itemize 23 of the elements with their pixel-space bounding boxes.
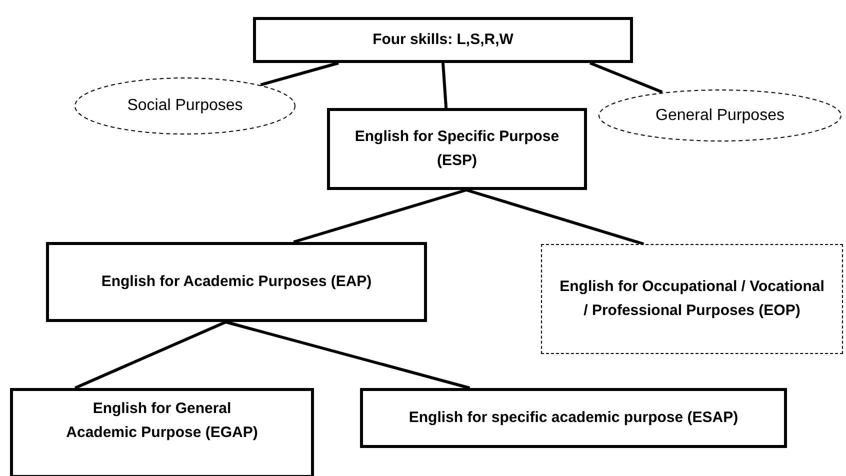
dashed-ellipse	[74, 77, 296, 135]
node-label: English for specific academic purpose (ESAP)	[408, 408, 738, 428]
node-label: English for Occupational / Vocational / Professional Purposes (EOP)	[558, 277, 826, 321]
node-label: Four skills: L,S,R,W	[372, 30, 514, 50]
concept-box	[327, 108, 587, 190]
connector-line	[74, 320, 226, 390]
dashed-ellipse	[598, 89, 842, 142]
node-label: English for General Academic Purpose (EGAP)	[65, 399, 259, 443]
concept-box	[46, 242, 427, 322]
dashed-box	[541, 244, 843, 354]
node-label: General Purposes	[656, 106, 784, 126]
connector-line	[260, 62, 339, 86]
node-label: English for Specific Purpose (ESP)	[354, 127, 560, 171]
connector-line	[442, 62, 448, 108]
node-label: Social Purposes	[127, 96, 243, 116]
node-label: English for Academic Purposes (EAP)	[101, 272, 372, 292]
connector-line	[590, 62, 663, 94]
concept-box	[10, 388, 314, 476]
concept-box	[360, 388, 787, 448]
connector-line	[225, 320, 470, 390]
concept-box	[253, 17, 633, 63]
connector-line	[293, 188, 467, 244]
connector-line	[466, 188, 644, 246]
